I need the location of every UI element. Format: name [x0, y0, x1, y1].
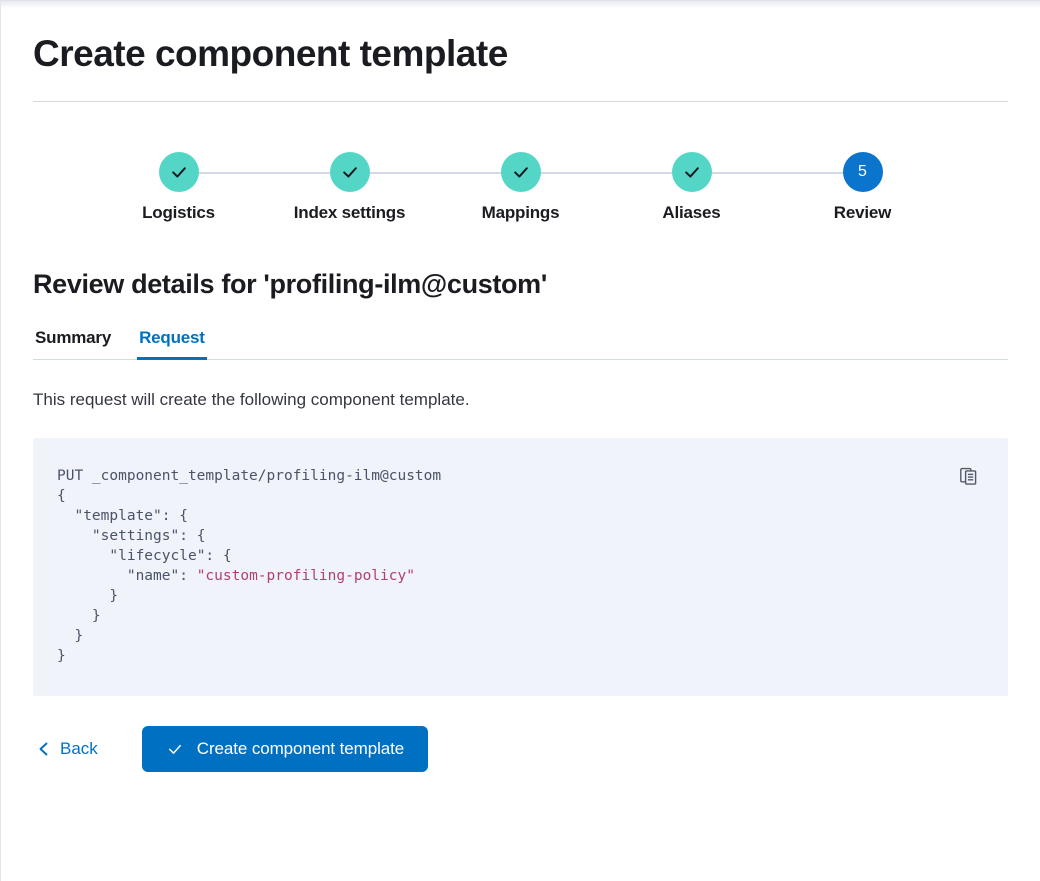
stepper-step-index-settings[interactable]: Index settings [264, 151, 521, 223]
stepper-marker-complete [671, 151, 712, 192]
page-title: Create component template [33, 33, 508, 74]
stepper-step-logistics[interactable]: Logistics [93, 151, 350, 223]
request-code-block: PUT _component_template/profiling-ilm@cu… [33, 438, 1008, 697]
stepper-label: Aliases [662, 202, 721, 222]
code-punct-2: : { [179, 528, 206, 545]
stepper-label: Mappings [481, 202, 560, 222]
chevron-left-icon [39, 743, 48, 756]
stepper-marker-current: 5 [842, 151, 883, 192]
code-punct-1: : { [161, 508, 188, 525]
stepper-step-review[interactable]: 5 Review [777, 151, 948, 223]
window-top-edge [1, 0, 1040, 9]
stepper-marker-complete [158, 151, 199, 192]
code-key-template: "template" [74, 508, 162, 525]
check-icon [513, 166, 528, 178]
code-key-lifecycle: "lifecycle" [109, 548, 206, 565]
check-icon [168, 745, 181, 755]
stepper-connector [691, 171, 863, 174]
code-punct-3: : { [205, 548, 232, 565]
code-punct-4: : [179, 568, 197, 585]
stepper-connector [349, 171, 521, 174]
stepper-label: Index settings [293, 202, 406, 222]
request-body: { "template": { "settings": { "lifecycle… [57, 488, 415, 664]
code-line-8: } [57, 648, 66, 665]
review-tabs: Summary Request [33, 328, 1008, 360]
request-description: This request will create the following c… [33, 389, 470, 409]
request-code-text: PUT _component_template/profiling-ilm@cu… [57, 466, 984, 666]
create-component-template-label: Create component template [196, 739, 405, 759]
tab-request[interactable]: Request [137, 328, 207, 360]
copy-clipboard-icon[interactable] [959, 465, 981, 487]
stepper-connector [520, 171, 692, 174]
code-line-0: { [57, 488, 66, 505]
code-line-6: } [91, 608, 101, 625]
header-divider [33, 100, 1008, 102]
code-key-settings: "settings" [91, 528, 180, 545]
stepper-label: Logistics [142, 202, 215, 222]
code-key-name: "name" [126, 568, 180, 585]
stepper-step-aliases[interactable]: Aliases [606, 151, 863, 223]
back-button[interactable]: Back [33, 733, 102, 765]
stepper-step-number: 5 [858, 162, 867, 180]
code-line-5: } [109, 588, 119, 605]
code-line-7: } [74, 628, 84, 645]
check-icon [171, 166, 186, 178]
request-method-line: PUT _component_template/profiling-ilm@cu… [57, 468, 442, 485]
check-icon [342, 166, 357, 178]
stepper-marker-complete [329, 151, 370, 192]
stepper-label: Review [833, 202, 892, 222]
create-component-template-button[interactable]: Create component template [141, 726, 429, 773]
wizard-stepper: Logistics Index settings Mappi [93, 151, 948, 223]
stepper-marker-complete [500, 151, 541, 192]
stepper-step-mappings[interactable]: Mappings [435, 151, 692, 223]
check-icon [684, 166, 699, 178]
back-button-label: Back [60, 739, 98, 759]
stepper-connector [178, 171, 350, 174]
copy-icon [960, 468, 977, 486]
wizard-footer: Back Create component template [33, 726, 1008, 773]
review-heading: Review details for 'profiling-ilm@custom… [33, 268, 547, 299]
code-value-policy-name: "custom-profiling-policy" [196, 568, 415, 585]
tab-summary[interactable]: Summary [33, 328, 113, 359]
